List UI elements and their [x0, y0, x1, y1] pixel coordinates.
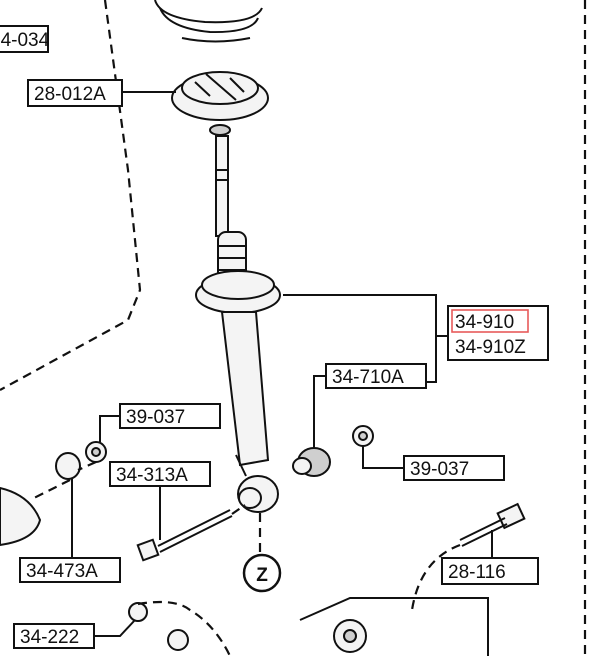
bolt-28-116-part — [459, 502, 526, 547]
leader-34-910-top — [283, 294, 437, 383]
nut-39-037-right-part — [352, 425, 374, 447]
label-34-910-highlight — [451, 309, 529, 333]
lower-knuckle-part — [299, 543, 489, 656]
label-28-116-text: 28-116 — [448, 562, 506, 583]
label-34-034: 34-034 — [0, 25, 50, 53]
label-34-710A: 34-710A — [325, 363, 427, 389]
assembly-outline-dashed — [0, 0, 142, 391]
dash-nut-connector — [77, 460, 97, 472]
leader-34-222 — [92, 619, 136, 637]
label-34-910-group: 34-910 34-910Z — [447, 305, 549, 361]
label-34-910-text: 34-910 — [455, 312, 514, 333]
bushing-34-710A-part — [292, 447, 331, 477]
upper-mount-part — [171, 71, 269, 136]
label-34-313A: 34-313A — [109, 461, 211, 487]
label-34-710A-text: 34-710A — [332, 367, 404, 388]
z-marker-label: Z — [256, 565, 268, 586]
leader-39-037-right — [362, 446, 404, 469]
z-marker: Z — [242, 553, 282, 593]
label-34-473A: 34-473A — [19, 557, 121, 583]
lower-bushing-part — [237, 475, 279, 513]
dash-washer-connector — [29, 479, 71, 501]
piston-rod-part — [215, 135, 229, 237]
label-34-910Z-text: 34-910Z — [455, 337, 526, 358]
spring-seat-part — [195, 270, 281, 314]
label-34-222-text: 34-222 — [20, 627, 79, 648]
washer-34-473A-part — [55, 452, 81, 480]
lower-link-parts — [128, 600, 231, 656]
label-28-012A: 28-012A — [27, 79, 123, 107]
lower-left-bracket-part — [0, 486, 42, 547]
label-39-037-right: 39-037 — [403, 455, 505, 481]
bolt-34-313A-part — [136, 509, 233, 562]
label-28-012A-text: 28-012A — [34, 84, 106, 105]
leader-34-710A — [313, 375, 326, 448]
label-39-037-right-text: 39-037 — [410, 459, 469, 480]
nut-39-037-left-part — [85, 441, 107, 463]
leader-39-037-left — [99, 415, 120, 442]
label-39-037-left: 39-037 — [119, 403, 221, 429]
label-28-116: 28-116 — [441, 557, 539, 585]
label-34-473A-text: 34-473A — [26, 561, 98, 582]
shock-absorber-body — [220, 311, 270, 477]
label-34-313A-text: 34-313A — [116, 465, 188, 486]
label-34-034-text: 34-034 — [0, 30, 50, 51]
label-39-037-left-text: 39-037 — [126, 407, 185, 428]
dash-bolt-connector — [231, 504, 246, 515]
coil-spring-part — [154, 0, 263, 43]
label-34-222: 34-222 — [13, 623, 95, 649]
